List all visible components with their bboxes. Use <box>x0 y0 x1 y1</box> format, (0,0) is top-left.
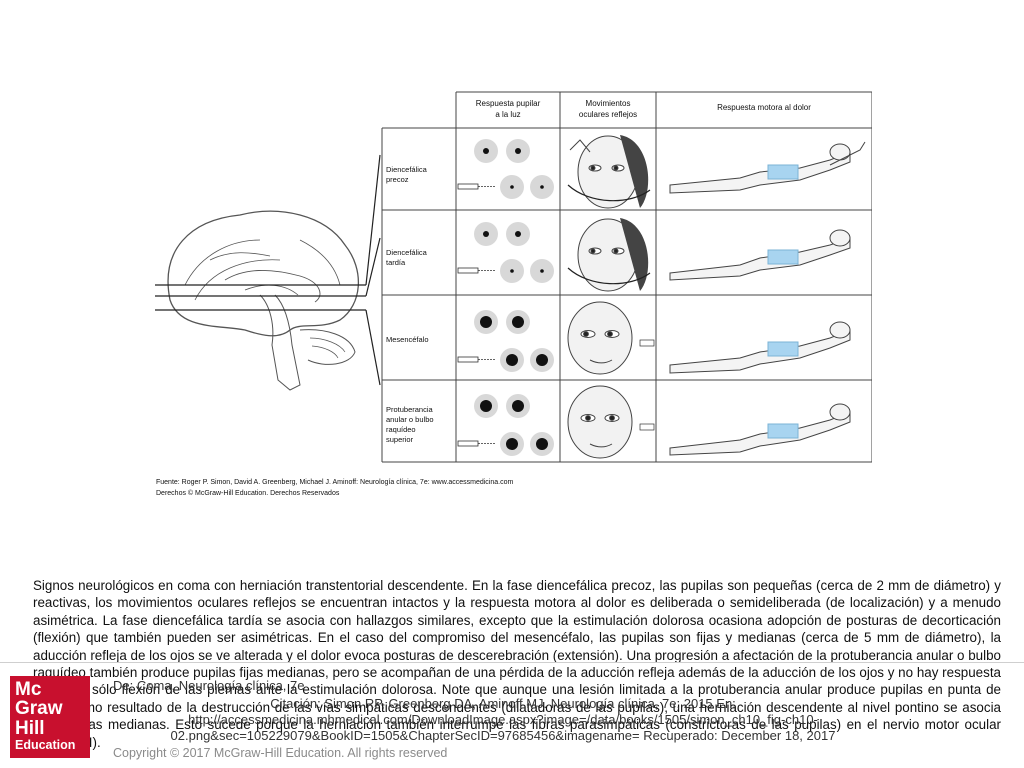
eye-movement-faces <box>567 135 655 459</box>
logo-line-2: Graw <box>15 698 63 719</box>
penlight-icon <box>457 183 479 190</box>
row-label-protuberancia-3: raquídeo <box>386 425 416 434</box>
coma-herniation-figure: Respuesta pupilar a la luz Movimientos o… <box>150 90 872 500</box>
row-label-diencefalica-tardia-2: tardía <box>386 258 406 267</box>
pupil-row-protuberancia <box>457 394 554 456</box>
header-pupil-line1: Respuesta pupilar <box>476 99 541 108</box>
level-lines <box>155 154 381 386</box>
header-eye-line1: Movimientos <box>586 99 631 108</box>
table-frame <box>381 91 872 463</box>
face-row-2 <box>567 218 651 292</box>
patient-row-4 <box>669 403 851 456</box>
pupil-row-mesencefalo <box>457 310 554 372</box>
patient-row-1 <box>669 141 866 194</box>
row-label-protuberancia-2: anular o bulbo <box>386 415 434 424</box>
copyright-notice: Copyright © 2017 McGraw-Hill Education. … <box>113 746 448 760</box>
face-row-3 <box>567 301 655 375</box>
logo-line-1: Mc <box>15 679 42 700</box>
patient-row-3 <box>669 321 851 374</box>
row-label-diencefalica-precoz-2: precoz <box>386 175 409 184</box>
face-row-1 <box>567 135 651 209</box>
logo-line-4: Education <box>15 738 76 752</box>
row-label-protuberancia-1: Protuberancia <box>386 405 434 414</box>
figure-rights: Derechos © McGraw-Hill Education. Derech… <box>156 489 340 497</box>
pupil-diagrams <box>457 139 554 456</box>
motor-response-figures <box>669 141 866 456</box>
figure-caption: Signos neurológicos en coma con herniaci… <box>33 578 1001 750</box>
pupil-row-diencefalica-precoz <box>457 139 554 199</box>
header-pupil-line2: a la luz <box>495 110 520 119</box>
brain-sagittal-illustration <box>167 210 359 391</box>
row-label-mesencefalo: Mesencéfalo <box>386 335 429 344</box>
citation-text[interactable]: Citación: Simon RP, Greenberg DA, Aminof… <box>170 696 836 743</box>
row-labels: Diencefálica precoz Diencefálica tardía … <box>386 165 434 444</box>
column-headers: Respuesta pupilar a la luz Movimientos o… <box>476 99 811 119</box>
row-label-diencefalica-precoz-1: Diencefálica <box>386 165 428 174</box>
footer-divider <box>0 662 1024 663</box>
face-row-4 <box>567 385 655 459</box>
header-eye-line2: oculares reflejos <box>579 110 637 119</box>
penlight-icon <box>457 356 479 363</box>
penlight-icon <box>457 267 479 274</box>
penlight-icon <box>457 440 479 447</box>
row-label-diencefalica-tardia-1: Diencefálica <box>386 248 428 257</box>
row-label-protuberancia-4: superior <box>386 435 414 444</box>
patient-row-2 <box>669 229 851 281</box>
source-title: De: Coma, Neurología clínica, 7e <box>113 678 305 693</box>
mcgraw-hill-logo: Mc Graw Hill Education <box>10 676 90 758</box>
pupil-row-diencefalica-tardia <box>457 222 554 283</box>
figure-source: Fuente: Roger P. Simon, David A. Greenbe… <box>156 479 513 486</box>
header-motor: Respuesta motora al dolor <box>717 103 811 112</box>
logo-line-3: Hill <box>15 718 45 739</box>
